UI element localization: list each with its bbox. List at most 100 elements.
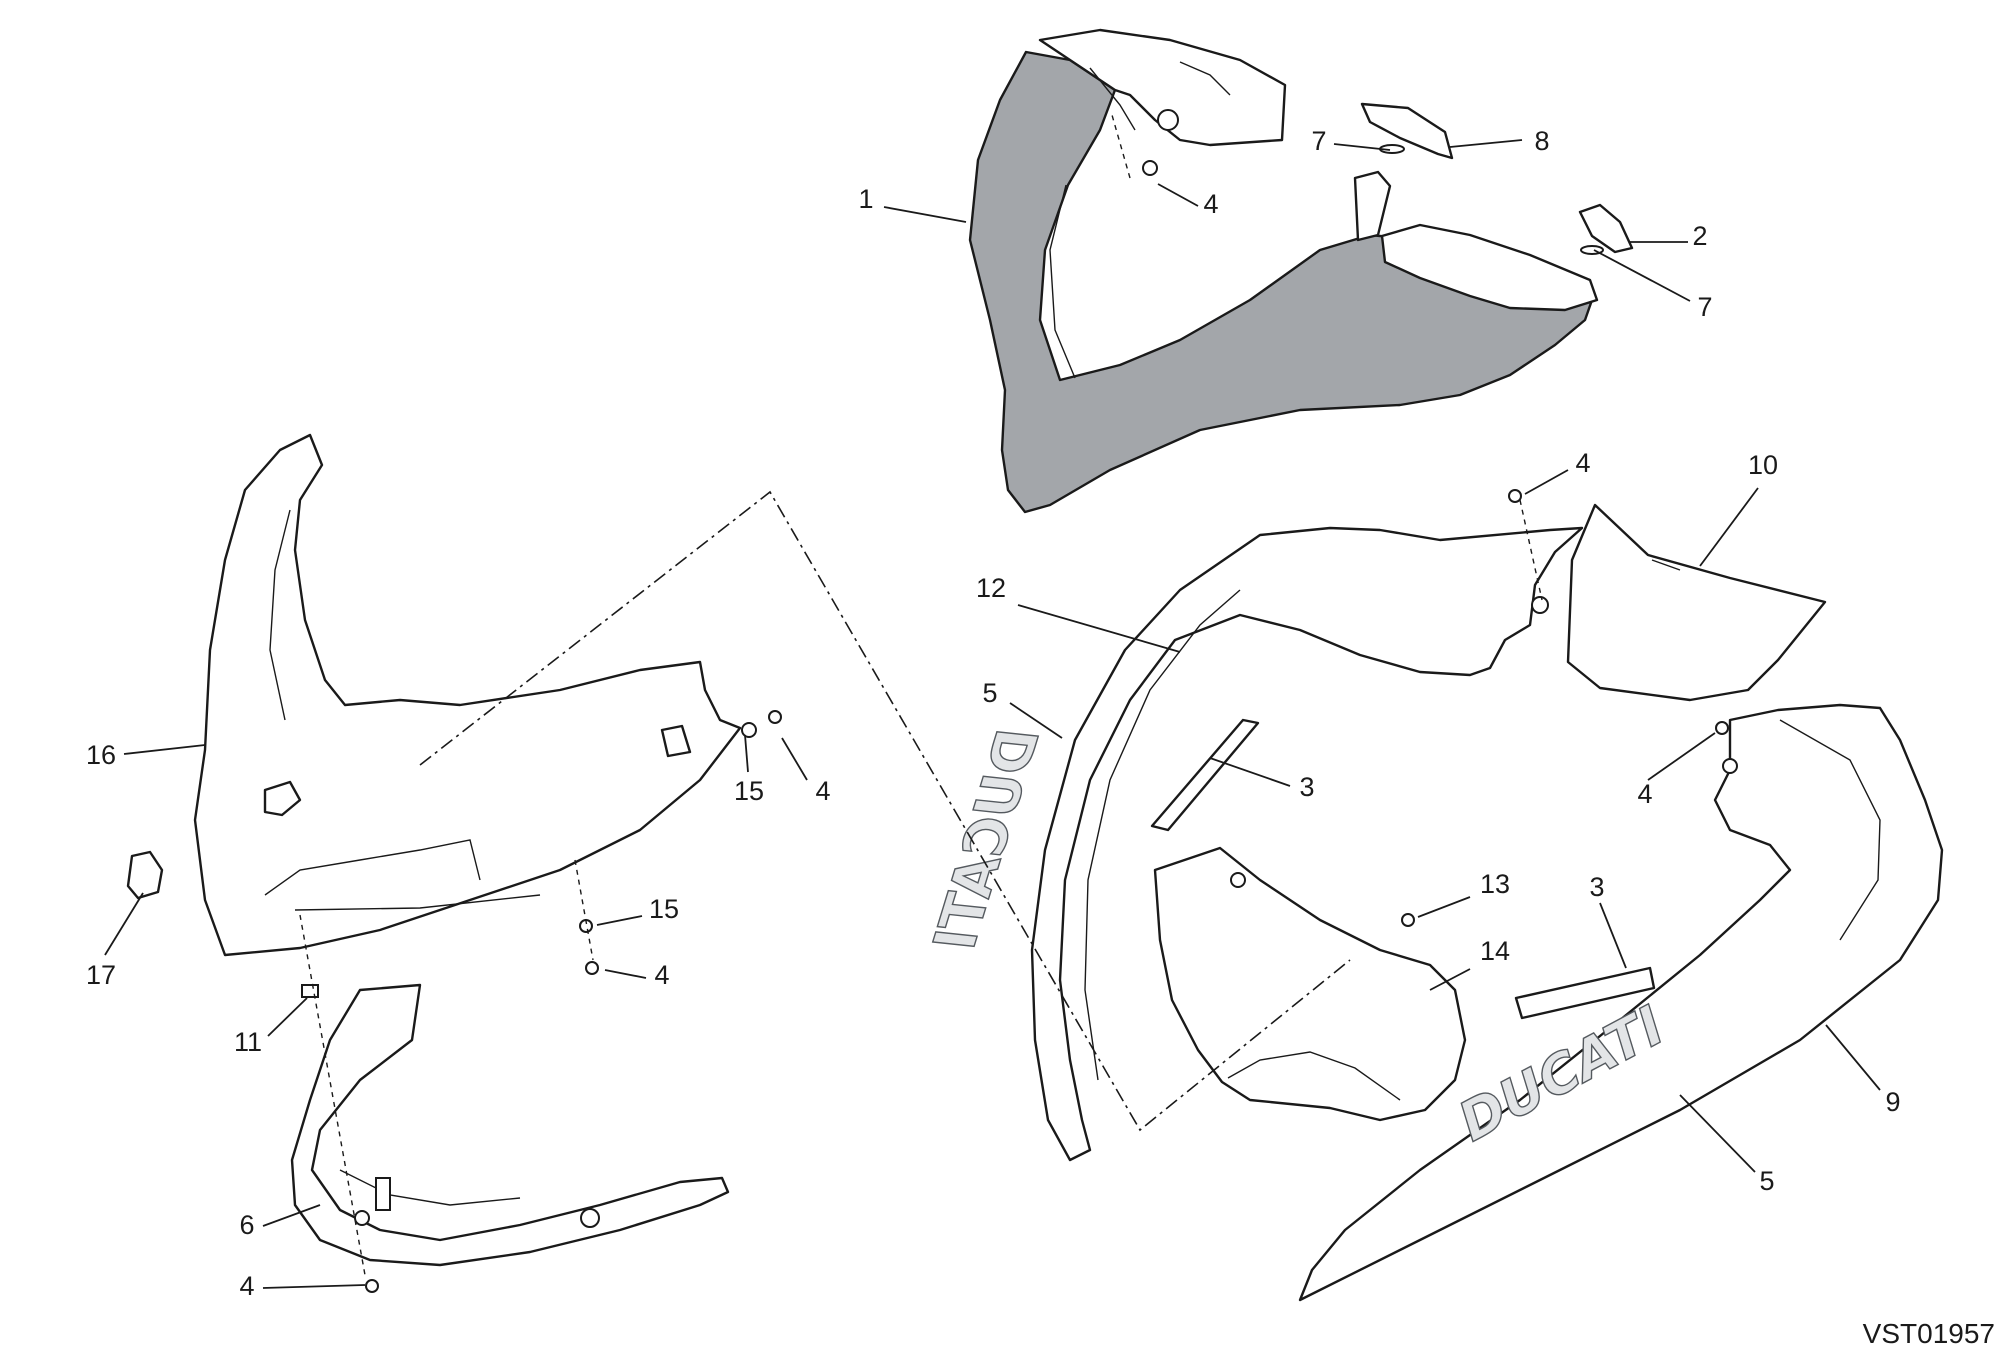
callout-c4d: 4 bbox=[1637, 779, 1652, 809]
part-1-mirror-bracket bbox=[1038, 28, 1287, 147]
screw-axis bbox=[1111, 114, 1131, 179]
part-1-side-rim bbox=[1380, 223, 1599, 312]
callout-leader-c4c bbox=[781, 737, 808, 781]
strip-shape bbox=[1150, 718, 1260, 832]
part-12-panel-shape bbox=[1030, 526, 1584, 1162]
part-2-clip-shape bbox=[1578, 203, 1634, 254]
callout-c2: 2 bbox=[1692, 221, 1707, 251]
callout-c13: 13 bbox=[1480, 869, 1510, 899]
callout-c12: 12 bbox=[976, 573, 1006, 603]
part-4-screw-right bbox=[1508, 489, 1729, 735]
part-1-tab bbox=[1353, 170, 1392, 242]
callout-c14: 14 bbox=[1480, 936, 1510, 966]
part-15-washer-upper bbox=[741, 710, 782, 738]
callout-leader-c14 bbox=[1429, 968, 1471, 991]
logo-text-left: DUCATI bbox=[923, 720, 1052, 959]
screw-head bbox=[1401, 913, 1415, 927]
part-16-inner-contour bbox=[264, 839, 541, 911]
callout-c8: 8 bbox=[1534, 126, 1549, 156]
callout-leader-c1 bbox=[883, 206, 967, 223]
callout-c17: 17 bbox=[86, 960, 116, 990]
callout-leader-c5a bbox=[1009, 702, 1063, 739]
part-6-grommet bbox=[580, 1208, 600, 1228]
callout-leader-c7a bbox=[1333, 143, 1391, 151]
part-9-panel-shape bbox=[1298, 703, 1944, 1302]
assembly-line bbox=[419, 490, 1351, 1132]
washer bbox=[741, 722, 757, 738]
drawing-code: VST01957 bbox=[1863, 1318, 1995, 1349]
callout-c7b: 7 bbox=[1697, 292, 1712, 322]
part-4-screw-lower bbox=[365, 1279, 379, 1293]
callout-leader-c13 bbox=[1417, 896, 1471, 918]
part-6-post bbox=[375, 1177, 391, 1211]
callout-leader-c11 bbox=[267, 997, 308, 1037]
part-16-edge bbox=[269, 509, 291, 721]
callout-c5a: 5 bbox=[982, 678, 997, 708]
callout-leader-c9 bbox=[1825, 1024, 1881, 1091]
screw-head bbox=[1142, 160, 1158, 176]
part-16-tab bbox=[660, 724, 692, 758]
callout-leader-c15a bbox=[744, 734, 749, 773]
callout-c15a: 15 bbox=[734, 776, 764, 806]
part-1-inner-edge bbox=[1049, 184, 1076, 379]
part-14-hole bbox=[1230, 872, 1246, 888]
callout-c4c: 4 bbox=[815, 776, 830, 806]
callout-c1: 1 bbox=[858, 184, 873, 214]
callout-leader-c6 bbox=[262, 1204, 321, 1227]
axis-line-left bbox=[299, 914, 366, 1276]
callout-leader-c3b bbox=[1599, 902, 1627, 969]
axis-line-right bbox=[1519, 499, 1543, 601]
screw-head bbox=[365, 1279, 379, 1293]
callout-c6: 6 bbox=[239, 1210, 254, 1240]
part-14-opening bbox=[1227, 1051, 1401, 1101]
part-10-cover bbox=[1566, 503, 1827, 702]
part-6-hole bbox=[354, 1210, 370, 1226]
screw-head-upper bbox=[1508, 489, 1522, 503]
callout-c16: 16 bbox=[86, 740, 116, 770]
part-15-washer-lower bbox=[579, 919, 599, 975]
callout-c4f: 4 bbox=[239, 1271, 254, 1301]
callout-leader-c12 bbox=[1017, 604, 1181, 653]
part-14-duct-shape bbox=[1153, 846, 1467, 1122]
part-4-screw-head bbox=[768, 710, 782, 724]
callout-leader-c5b bbox=[1679, 1094, 1756, 1173]
callout-leader-c4a bbox=[1157, 183, 1199, 207]
part-17-badge bbox=[126, 850, 164, 900]
callout-leader-c4e bbox=[604, 969, 647, 979]
callout-leader-c4d bbox=[1647, 732, 1716, 781]
clip-shape bbox=[301, 984, 319, 998]
part-1-upper-fairing bbox=[968, 28, 1599, 514]
part-4-screw-upper bbox=[1111, 114, 1158, 179]
part-8-clip bbox=[1360, 102, 1454, 160]
callout-leader-c3a bbox=[1209, 757, 1291, 787]
callout-c7a: 7 bbox=[1311, 126, 1326, 156]
part-9-inner-contour bbox=[1779, 719, 1881, 941]
part-3-strip-left bbox=[1150, 718, 1260, 832]
callout-c11: 11 bbox=[234, 1027, 262, 1057]
callout-c4e: 4 bbox=[654, 960, 669, 990]
part-6-spoiler-shape bbox=[290, 983, 730, 1267]
callout-c5b: 5 bbox=[1759, 1166, 1774, 1196]
callout-c15b: 15 bbox=[649, 894, 679, 924]
part-3-strip-right bbox=[1514, 966, 1656, 1020]
part-1-mount-hole bbox=[1157, 109, 1179, 131]
part-17-badge-shape bbox=[126, 850, 164, 900]
part-12-inner-contour bbox=[1084, 589, 1241, 1081]
part-13-screw bbox=[1401, 913, 1415, 927]
callout-c10: 10 bbox=[1748, 450, 1778, 480]
callout-leader-c17 bbox=[104, 892, 144, 956]
callout-c4b: 4 bbox=[1575, 448, 1590, 478]
callout-leader-c7b bbox=[1593, 249, 1691, 302]
callout-leader-c4b bbox=[1524, 469, 1569, 495]
part-16-nose-fairing bbox=[193, 433, 742, 957]
callout-c3a: 3 bbox=[1299, 772, 1314, 802]
callout-c4a: 4 bbox=[1203, 189, 1218, 219]
part-2-clip bbox=[1578, 203, 1634, 255]
part-12-grommet bbox=[1531, 596, 1549, 614]
callout-leader-c15b bbox=[596, 915, 643, 926]
callout-leader-c16 bbox=[123, 744, 206, 755]
part-16-vent bbox=[263, 780, 302, 817]
callout-leader-c10 bbox=[1699, 487, 1759, 567]
